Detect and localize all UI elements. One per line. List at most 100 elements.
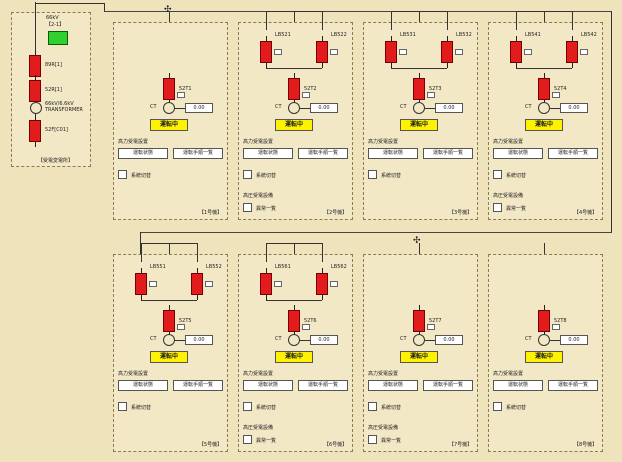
unit-8-ct-icon	[538, 334, 550, 346]
unit-4-ct-to-meter	[550, 108, 560, 109]
unit-3-feeder-link	[391, 11, 447, 12]
incoming-transformer-label-2: TRANSFORMER	[45, 107, 83, 113]
unit-5-feeder-tab-2	[205, 281, 213, 287]
incoming-disconnect-switch[interactable]	[48, 31, 68, 45]
unit-7-ct-to-meter	[425, 340, 435, 341]
unit-7-extra-checkbox[interactable]	[368, 435, 377, 444]
unit-4-switch-checkbox[interactable]	[493, 170, 502, 179]
unit-1-ct-label: CT	[150, 104, 157, 110]
unit-5-feeder-breaker-2[interactable]	[191, 268, 203, 300]
unit-1-main-breaker-tab	[177, 92, 185, 98]
unit-6-state-button[interactable]: 運転状態	[243, 380, 293, 391]
unit-4-feeder-breaker-1[interactable]	[510, 36, 522, 68]
unit-3-feeder-breaker-1[interactable]	[385, 36, 397, 68]
incoming-transformer-label: 66kV/6.6kV	[45, 101, 74, 107]
unit-6-main-breaker[interactable]	[288, 305, 300, 337]
unit-6-feeder-link	[266, 243, 322, 244]
unit-7-procedure-button[interactable]: 運転手順一覧	[423, 380, 473, 391]
unit-6-switch-checkbox[interactable]	[243, 402, 252, 411]
unit-3-feeder-tab-2	[455, 49, 463, 55]
unit-7-ct-icon	[413, 334, 425, 346]
unit-8-main-breaker[interactable]	[538, 305, 550, 337]
unit-6-feeder-breaker-2[interactable]	[316, 268, 328, 300]
unit-3-procedure-button[interactable]: 運転手順一覧	[423, 148, 473, 159]
unit-2-main-breaker[interactable]	[288, 73, 300, 105]
unit-5-label: 【5号機】	[199, 442, 223, 448]
unit-5-procedure-button[interactable]: 運転手順一覧	[173, 380, 223, 391]
unit-3-feeder-label-1: LB531	[400, 32, 416, 38]
unit-8-switch-checkbox[interactable]	[493, 402, 502, 411]
unit-3-feeder-label-2: LB532	[456, 32, 472, 38]
unit-4-bus-drop	[544, 11, 545, 22]
main-bus-top	[104, 11, 612, 12]
unit-8-ct-label: CT	[525, 336, 532, 342]
unit-5-switch-checkbox[interactable]	[118, 402, 127, 411]
unit-2-switch-checkbox[interactable]	[243, 170, 252, 179]
unit-6-section-label: 高力受電設置	[243, 371, 274, 377]
unit-2-feeder-breaker-1[interactable]	[260, 36, 272, 68]
unit-2-extra-checkbox[interactable]	[243, 203, 252, 212]
unit-1-state-button[interactable]: 運転状態	[118, 148, 168, 159]
unit-4-main-breaker[interactable]	[538, 73, 550, 105]
unit-6-feeder-label-1: LB561	[275, 264, 291, 270]
unit-1-switch-checkbox[interactable]	[118, 170, 127, 179]
unit-4-feeder-link	[516, 11, 572, 12]
unit-6-procedure-button[interactable]: 運転手順一覧	[298, 380, 348, 391]
unit-8-main-breaker-tab	[552, 324, 560, 330]
unit-7-status-badge: 運転中	[400, 351, 438, 363]
unit-6-feeder-breaker-1[interactable]	[260, 268, 272, 300]
unit-2-ct-to-meter	[300, 108, 310, 109]
unit-4-procedure-button[interactable]: 運転手順一覧	[548, 148, 598, 159]
unit-6-feeder-drop-2	[322, 243, 323, 262]
unit-4-state-button[interactable]: 運転状態	[493, 148, 543, 159]
unit-6-extra-checkbox[interactable]	[243, 435, 252, 444]
incoming-breaker-52f[interactable]	[29, 115, 41, 147]
unit-2-procedure-button[interactable]: 運転手順一覧	[298, 148, 348, 159]
unit-5-status-badge: 運転中	[150, 351, 188, 363]
unit-6-switch-label: 系統切替	[256, 405, 277, 411]
unit-7-main-breaker-label: 52T7	[429, 318, 442, 324]
unit-3-main-breaker[interactable]	[413, 73, 425, 105]
unit-4-main-breaker-tab	[552, 92, 560, 98]
incoming-breaker-52f-label: 52F[C01]	[45, 127, 68, 133]
unit-4-extra-check-label: 異常一覧	[506, 206, 527, 212]
incoming-breaker-52r[interactable]	[29, 75, 41, 107]
unit-5-main-breaker[interactable]	[163, 305, 175, 337]
unit-2-main-breaker-label: 52T2	[304, 86, 317, 92]
unit-4-feeder-label-1: LB541	[525, 32, 541, 38]
unit-3-switch-checkbox[interactable]	[368, 170, 377, 179]
incoming-breaker-89r[interactable]	[29, 50, 41, 82]
unit-2-extra-label: 高圧受電設備	[243, 193, 274, 199]
unit-5-state-button[interactable]: 運転状態	[118, 380, 168, 391]
unit-2-switch-label: 系統切替	[256, 173, 277, 179]
unit-3-bus-drop	[419, 11, 420, 22]
unit-4-extra-checkbox[interactable]	[493, 203, 502, 212]
unit-8-label: 【8号機】	[574, 442, 598, 448]
unit-3-label: 【3号機】	[449, 210, 473, 216]
unit-4-feeder-breaker-2[interactable]	[566, 36, 578, 68]
unit-3-feeder-breaker-2[interactable]	[441, 36, 453, 68]
unit-3-state-button[interactable]: 運転状態	[368, 148, 418, 159]
unit-4-label: 【4号機】	[574, 210, 598, 216]
unit-2-status-badge: 運転中	[275, 119, 313, 131]
unit-2-feeder-drop-2	[322, 11, 323, 30]
unit-7-switch-checkbox[interactable]	[368, 402, 377, 411]
unit-8-procedure-button[interactable]: 運転手順一覧	[548, 380, 598, 391]
bus-fork-icon-bottom: ✣	[413, 236, 421, 246]
unit-1-procedure-button[interactable]: 運転手順一覧	[173, 148, 223, 159]
unit-2-feeder-breaker-2[interactable]	[316, 36, 328, 68]
unit-8-current-meter: 0.00	[560, 335, 588, 345]
unit-4-feeder-drop-1	[516, 11, 517, 30]
unit-6-ct-icon	[288, 334, 300, 346]
unit-1-main-breaker[interactable]	[163, 73, 175, 105]
unit-4-extra-label: 高圧受電設備	[493, 193, 524, 199]
unit-2-extra-check-label: 異常一覧	[256, 206, 277, 212]
unit-8-state-button[interactable]: 運転状態	[493, 380, 543, 391]
unit-5-feeder-breaker-1[interactable]	[135, 268, 147, 300]
unit-3-switch-label: 系統切替	[381, 173, 402, 179]
unit-7-switch-label: 系統切替	[381, 405, 402, 411]
unit-7-main-breaker[interactable]	[413, 305, 425, 337]
unit-2-state-button[interactable]: 運転状態	[243, 148, 293, 159]
unit-7-state-button[interactable]: 運転状態	[368, 380, 418, 391]
bus-fork-icon-top: ✣	[164, 5, 172, 15]
